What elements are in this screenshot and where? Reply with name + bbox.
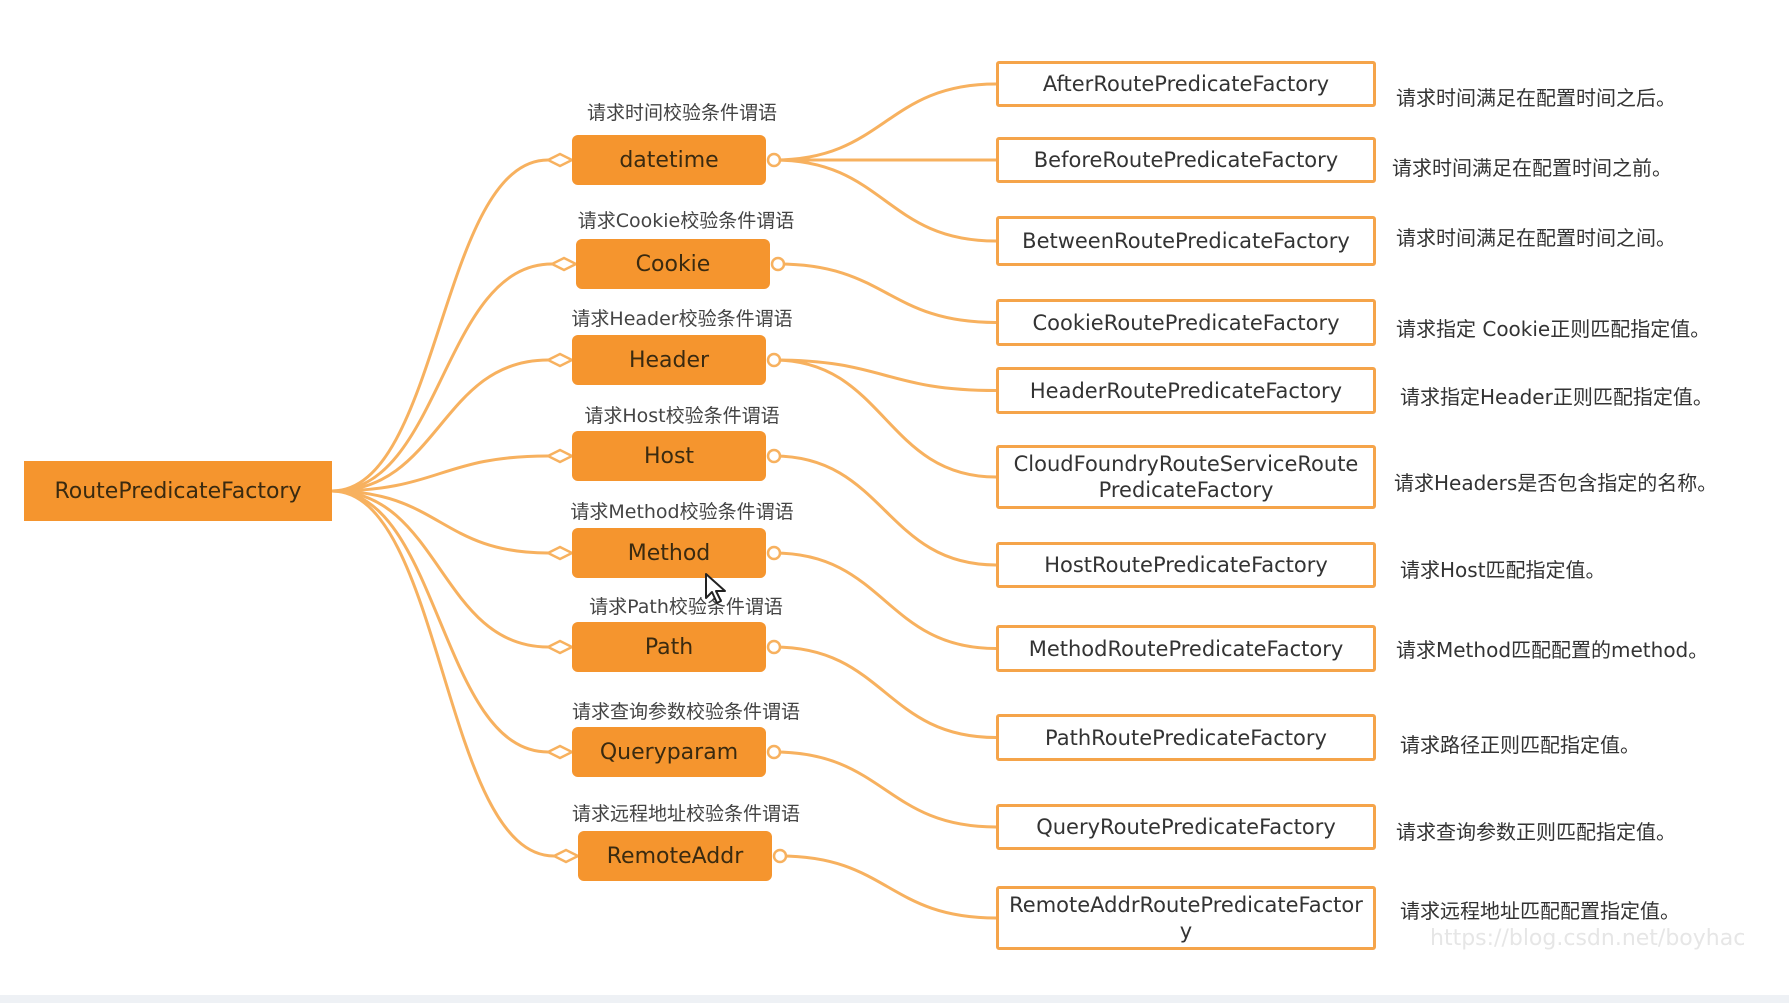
root-to-category-connector — [331, 489, 549, 649]
expand-dot-icon — [766, 545, 782, 561]
collapse-diamond-icon — [549, 256, 579, 272]
category-to-factory-connector — [773, 551, 997, 650]
category-caption: 请求Path校验条件谓语 — [589, 596, 783, 618]
factory-label: HeaderRoutePredicateFactory — [1029, 378, 1343, 403]
factory-description: 请求Headers是否包含指定的名称。 — [1394, 471, 1718, 495]
factory-box-before[interactable]: BeforeRoutePredicateFactory — [996, 137, 1376, 183]
category-caption: 请求Cookie校验条件谓语 — [577, 210, 795, 232]
category-to-factory-connector — [773, 358, 997, 479]
collapse-diamond-icon — [545, 352, 575, 368]
category-label: Path — [644, 634, 694, 660]
category-label: RemoteAddr — [606, 843, 744, 869]
category-node-header[interactable]: Header — [572, 335, 766, 385]
watermark: https://blog.csdn.net/boyhac — [1430, 926, 1746, 951]
collapse-diamond-icon — [545, 545, 575, 561]
factory-label: HostRoutePredicateFactory — [1044, 553, 1328, 577]
root-to-category-connector — [331, 262, 553, 493]
expand-dot-icon — [766, 639, 782, 655]
category-label: Host — [643, 443, 695, 469]
collapse-diamond-icon — [545, 744, 575, 760]
factory-description: 请求查询参数正则匹配指定值。 — [1396, 820, 1676, 844]
factory-description: 请求远程地址匹配配置指定值。 — [1400, 899, 1680, 923]
collapse-diamond-icon — [545, 448, 575, 464]
category-to-factory-connector — [777, 262, 997, 324]
expand-dot-icon — [772, 848, 788, 864]
category-caption: 请求Host校验条件谓语 — [584, 405, 780, 427]
factory-box-remoteaddr[interactable]: RemoteAddrRoutePredicateFactory — [996, 886, 1376, 950]
expand-dot-icon — [766, 352, 782, 368]
category-label: Cookie — [635, 251, 711, 277]
category-caption: 请求Header校验条件谓语 — [571, 308, 793, 330]
collapse-diamond-icon — [551, 848, 581, 864]
root-to-category-connector — [331, 158, 549, 493]
category-caption: 请求远程地址校验条件谓语 — [571, 803, 800, 825]
bottom-bar — [0, 995, 1789, 1003]
factory-label: CloudFoundryRouteServiceRoutePredicateFa… — [1013, 452, 1359, 502]
factory-description: 请求Method匹配配置的method。 — [1396, 638, 1709, 662]
category-node-host[interactable]: Host — [572, 431, 766, 481]
factory-description: 请求时间满足在配置时间之后。 — [1396, 86, 1676, 110]
factory-box-cloudfoundry[interactable]: CloudFoundryRouteServiceRoutePredicateFa… — [996, 445, 1376, 509]
expand-dot-icon — [766, 448, 782, 464]
factory-label: BeforeRoutePredicateFactory — [1033, 148, 1339, 172]
expand-dot-icon — [766, 744, 782, 760]
category-to-factory-connector — [779, 854, 997, 920]
category-label: Header — [628, 347, 710, 373]
factory-box-header[interactable]: HeaderRoutePredicateFactory — [996, 367, 1376, 414]
root-to-category-connector — [331, 489, 555, 858]
category-caption: 请求Method校验条件谓语 — [570, 501, 794, 523]
category-node-queryparam[interactable]: Queryparam — [572, 727, 766, 777]
factory-label: BetweenRoutePredicateFactory — [1022, 229, 1350, 253]
root-to-category-connector — [331, 454, 549, 493]
category-caption: 请求时间校验条件谓语 — [586, 102, 777, 124]
category-node-method[interactable]: Method — [572, 528, 766, 578]
factory-description: 请求时间满足在配置时间之前。 — [1392, 156, 1672, 180]
factory-label: CookieRoutePredicateFactory — [1032, 310, 1340, 335]
category-caption: 请求查询参数校验条件谓语 — [571, 701, 800, 723]
factory-box-cookie[interactable]: CookieRoutePredicateFactory — [996, 299, 1376, 346]
category-label: Queryparam — [599, 739, 739, 765]
root-to-category-connector — [331, 489, 549, 754]
category-node-remoteaddr[interactable]: RemoteAddr — [578, 831, 772, 881]
factory-box-between[interactable]: BetweenRoutePredicateFactory — [996, 216, 1376, 266]
factory-label: RemoteAddrRoutePredicateFactory — [1009, 893, 1363, 943]
root-to-category-connector — [331, 489, 549, 555]
expand-dot-icon — [770, 256, 786, 272]
collapse-diamond-icon — [545, 152, 575, 168]
factory-description: 请求时间满足在配置时间之间。 — [1396, 226, 1676, 250]
mouse-cursor-icon — [705, 573, 726, 604]
factory-label: PathRoutePredicateFactory — [1045, 725, 1327, 750]
category-to-factory-connector — [773, 358, 997, 392]
factory-label: AfterRoutePredicateFactory — [1042, 72, 1330, 96]
root-node[interactable]: RoutePredicateFactory — [24, 461, 332, 521]
category-label: Method — [627, 540, 711, 566]
collapse-diamond-icon — [545, 639, 575, 655]
factory-label: QueryRoutePredicateFactory — [1036, 815, 1336, 839]
factory-box-path[interactable]: PathRoutePredicateFactory — [996, 714, 1376, 761]
factory-box-after[interactable]: AfterRoutePredicateFactory — [996, 61, 1376, 107]
category-to-factory-connector — [773, 454, 997, 567]
category-to-factory-connector — [773, 645, 997, 739]
category-to-factory-connector — [773, 158, 997, 243]
factory-box-host[interactable]: HostRoutePredicateFactory — [996, 542, 1376, 588]
category-to-factory-connector — [773, 82, 997, 162]
category-node-cookie[interactable]: Cookie — [576, 239, 770, 289]
root-node-label: RoutePredicateFactory — [54, 478, 302, 504]
factory-box-query[interactable]: QueryRoutePredicateFactory — [996, 804, 1376, 850]
factory-box-method[interactable]: MethodRoutePredicateFactory — [996, 625, 1376, 672]
factory-label: MethodRoutePredicateFactory — [1028, 636, 1344, 661]
factory-description: 请求Host匹配指定值。 — [1400, 558, 1606, 582]
category-to-factory-connector — [773, 750, 997, 829]
category-node-datetime[interactable]: datetime — [572, 135, 766, 185]
category-node-path[interactable]: Path — [572, 622, 766, 672]
category-label: datetime — [619, 147, 719, 173]
root-to-category-connector — [331, 358, 549, 493]
expand-dot-icon — [766, 152, 782, 168]
factory-description: 请求路径正则匹配指定值。 — [1400, 733, 1640, 757]
factory-description: 请求指定 Cookie正则匹配指定值。 — [1396, 317, 1711, 341]
factory-description: 请求指定Header正则匹配指定值。 — [1400, 385, 1713, 409]
